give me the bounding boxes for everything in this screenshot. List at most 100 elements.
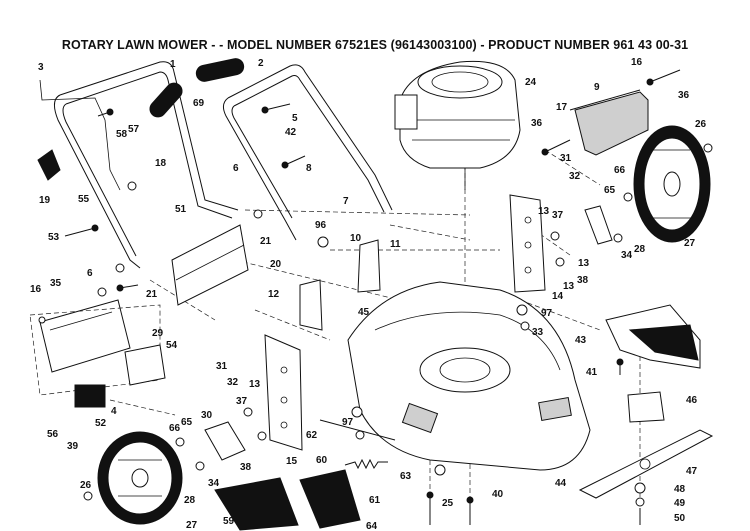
part-label-3: 3	[38, 62, 44, 73]
part-label-33: 33	[532, 327, 544, 338]
part-label-44: 44	[555, 478, 567, 489]
part-label-14: 14	[552, 291, 564, 302]
part-label-65a: 65	[604, 185, 616, 196]
handle-bracket-12	[299, 279, 323, 331]
part-label-12: 12	[268, 289, 280, 300]
part-label-61: 61	[369, 495, 381, 506]
mower-deck	[347, 281, 591, 471]
part-label-51: 51	[175, 204, 187, 215]
part-label-45: 45	[358, 307, 370, 318]
part-label-35: 35	[50, 278, 62, 289]
part-label-25: 25	[442, 498, 454, 509]
part-label-28a: 28	[634, 244, 646, 255]
engine	[394, 60, 521, 190]
part-label-10: 10	[350, 233, 362, 244]
lever-bracket-left	[204, 421, 246, 461]
part-label-56: 56	[47, 429, 59, 440]
part-label-62: 62	[306, 430, 318, 441]
part-label-41: 41	[586, 367, 598, 378]
part-label-38b: 38	[240, 462, 252, 473]
part-label-37b: 37	[236, 396, 248, 407]
part-label-21b: 21	[146, 289, 158, 300]
part-label-26a: 26	[695, 119, 707, 130]
hinge-rod	[171, 224, 249, 306]
part-label-46: 46	[686, 395, 698, 406]
part-label-31b: 31	[216, 361, 228, 372]
part-label-28b: 28	[184, 495, 196, 506]
part-label-36a: 36	[531, 118, 543, 129]
part-labels: 1 2 3 4 5 6 6 7 8 9 10 11 12 13 13 13 13…	[30, 57, 707, 531]
part-label-47: 47	[686, 466, 698, 477]
part-label-4: 4	[111, 406, 117, 417]
part-label-69: 69	[193, 98, 205, 109]
part-label-13b: 13	[578, 258, 590, 269]
part-label-20: 20	[270, 259, 282, 270]
part-label-37a: 37	[552, 210, 564, 221]
part-label-8: 8	[306, 163, 312, 174]
upper-handle	[54, 61, 239, 269]
part-label-17: 17	[556, 102, 568, 113]
part-label-60: 60	[316, 455, 328, 466]
part-label-59: 59	[223, 516, 235, 527]
spring	[344, 458, 388, 470]
part-label-19: 19	[39, 195, 51, 206]
part-label-24: 24	[525, 77, 537, 88]
handle-grip	[149, 58, 245, 118]
height-adjuster-left	[264, 334, 303, 451]
part-label-13d: 13	[249, 379, 261, 390]
part-label-52: 52	[95, 418, 107, 429]
part-label-30: 30	[201, 410, 213, 421]
part-label-39: 39	[67, 441, 79, 452]
wheel-front-left	[97, 431, 183, 525]
part-label-6b: 6	[87, 268, 93, 279]
mulch-baffle	[605, 304, 701, 369]
wheel-rear-right	[633, 125, 711, 243]
part-label-58: 58	[116, 129, 128, 140]
part-label-5: 5	[292, 113, 298, 124]
part-label-27a: 27	[684, 238, 696, 249]
part-label-63: 63	[400, 471, 412, 482]
part-label-96: 96	[315, 220, 327, 231]
blade-adapter	[627, 391, 665, 423]
part-label-2: 2	[258, 58, 264, 69]
rear-deflector	[569, 89, 649, 156]
part-label-31a: 31	[560, 153, 572, 164]
grass-catcher	[29, 299, 161, 396]
throttle-control	[37, 149, 61, 181]
part-label-32b: 32	[227, 377, 239, 388]
part-label-50: 50	[674, 513, 686, 524]
part-label-32a: 32	[569, 171, 581, 182]
diagram-title: ROTARY LAWN MOWER - - MODEL NUMBER 67521…	[61, 38, 689, 52]
part-label-26b: 26	[80, 480, 92, 491]
part-label-97a: 97	[541, 308, 553, 319]
part-label-15: 15	[286, 456, 298, 467]
part-label-97b: 97	[342, 417, 354, 428]
part-label-6a: 6	[233, 163, 239, 174]
part-label-13c: 13	[563, 281, 575, 292]
part-label-57: 57	[128, 124, 140, 135]
part-label-66b: 66	[169, 423, 181, 434]
part-label-34b: 34	[208, 478, 220, 489]
part-label-64: 64	[366, 521, 378, 531]
battery-box	[124, 344, 166, 386]
part-label-1: 1	[170, 59, 176, 70]
part-label-48: 48	[674, 484, 686, 495]
handle-bracket-11	[357, 239, 381, 293]
part-label-18: 18	[155, 158, 167, 169]
discharge-door	[214, 477, 299, 531]
part-label-42: 42	[285, 127, 297, 138]
part-label-65b: 65	[181, 417, 193, 428]
control-cable	[39, 79, 121, 191]
cutting-blade	[578, 429, 714, 499]
part-label-29: 29	[152, 328, 164, 339]
height-adjuster-right	[509, 194, 546, 293]
part-label-43: 43	[575, 335, 587, 346]
discharge-chute	[299, 469, 361, 529]
part-label-11: 11	[390, 239, 401, 250]
part-label-27b: 27	[186, 520, 198, 531]
part-label-16a: 16	[631, 57, 643, 68]
lever-bracket-right	[584, 205, 613, 245]
fasteners	[38, 69, 713, 525]
part-label-7: 7	[343, 196, 349, 207]
